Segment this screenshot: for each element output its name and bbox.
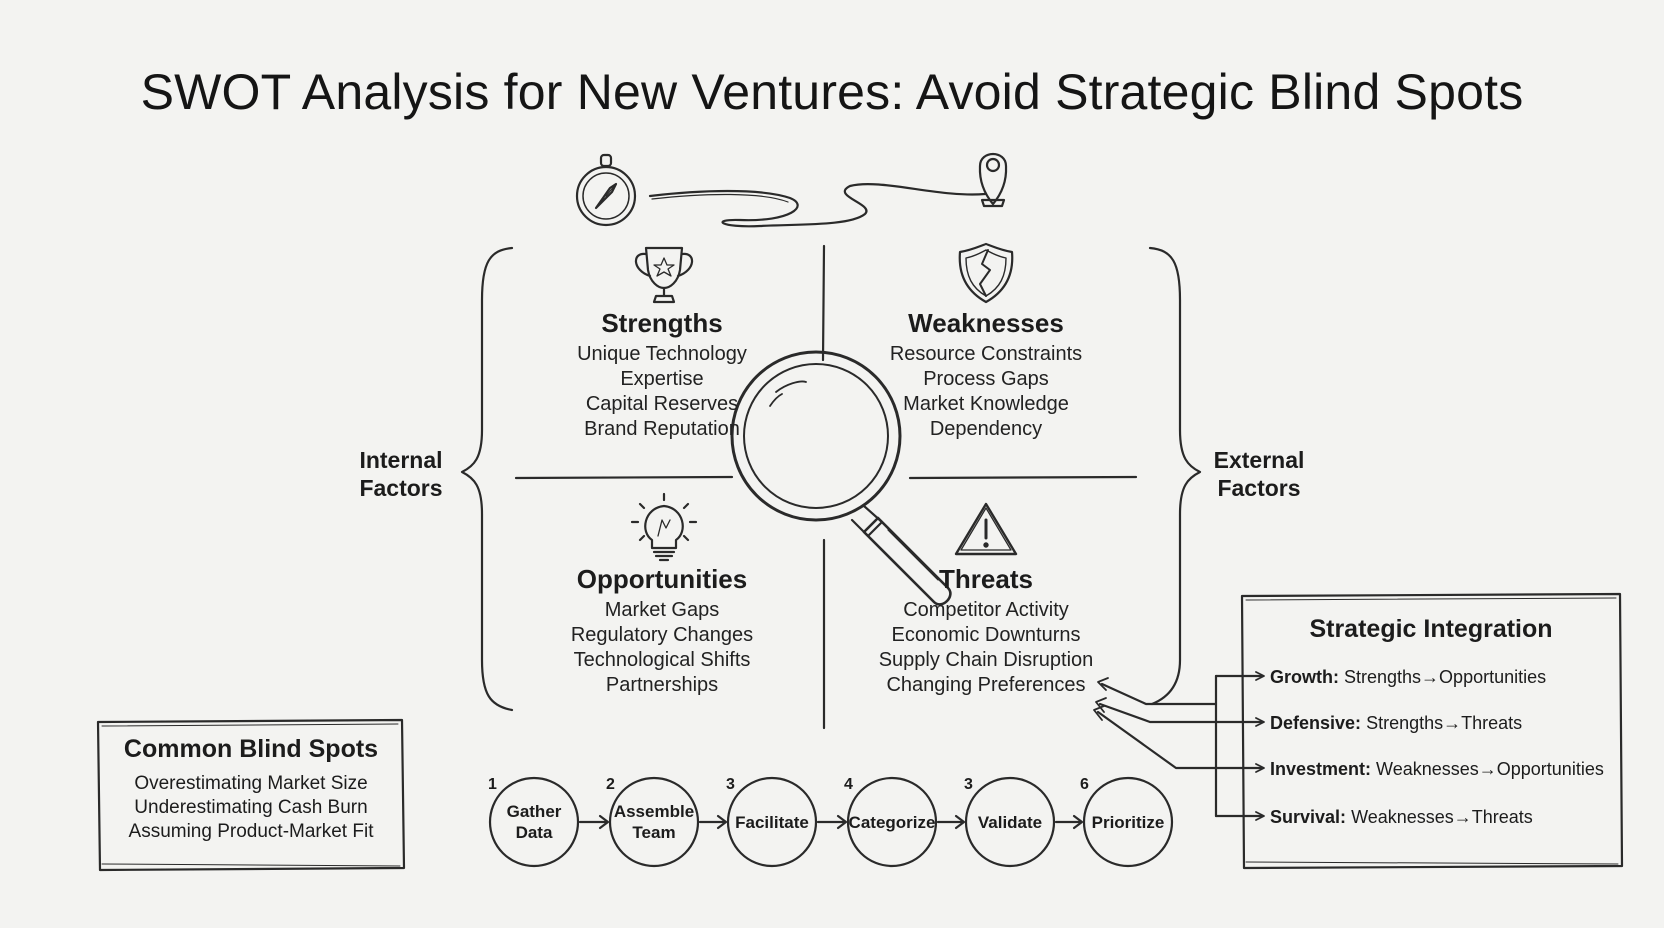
external-label-line: Factors: [1217, 475, 1301, 501]
external-factors-label: External Factors: [1194, 446, 1324, 502]
strategy-row-growth: Growth: Strengths→Opportunities: [1270, 666, 1546, 688]
strategy-text: Strengths→Opportunities: [1344, 667, 1547, 687]
external-label-line: External: [1213, 447, 1305, 473]
internal-label-line: Factors: [359, 475, 443, 501]
internal-factors-label: Internal Factors: [336, 446, 466, 502]
step-number: 3: [726, 776, 735, 793]
right-brace: [1148, 246, 1202, 706]
blind-spots-box-border: [96, 718, 406, 872]
weaknesses-item: Process Gaps: [923, 368, 1049, 390]
strengths-item: Unique Technology: [577, 343, 747, 365]
trophy-icon: [634, 246, 694, 304]
step-number: 2: [606, 776, 615, 793]
threats-quadrant: Threats Competitor Activity Economic Dow…: [826, 564, 1146, 698]
internal-label-line: Internal: [359, 447, 443, 473]
step-label: Facilitate: [735, 812, 809, 832]
weaknesses-item: Resource Constraints: [889, 343, 1083, 365]
step-facilitate: Facilitate: [730, 780, 814, 864]
page-title: SWOT Analysis for New Ventures: Avoid St…: [140, 64, 1524, 120]
blind-spots-box: Common Blind Spots Overestimating Market…: [100, 722, 402, 868]
step-label: Data: [515, 823, 553, 842]
step-number: 1: [488, 776, 497, 793]
strategy-label: Defensive:: [1270, 713, 1362, 733]
threats-item: Changing Preferences: [886, 674, 1086, 696]
strategy-row-defensive: Defensive: Strengths→Threats: [1270, 712, 1522, 734]
magnifying-glass-icon: [730, 350, 952, 606]
opportunities-item: Market Gaps: [604, 599, 720, 621]
weaknesses-item: Dependency: [929, 418, 1043, 440]
opportunities-title: Opportunities: [576, 564, 748, 594]
threats-item: Economic Downturns: [891, 624, 1081, 646]
blind-spot-item: Assuming Product-Market Fit: [128, 821, 374, 842]
weaknesses-item: Market Knowledge: [903, 393, 1069, 415]
step-label: Categorize: [848, 812, 936, 832]
strengths-title: Strengths: [601, 308, 723, 338]
blind-spot-item: Overestimating Market Size: [134, 773, 368, 794]
step-label: Prioritize: [1091, 812, 1165, 832]
step-label: Gather: [506, 802, 562, 821]
strategy-text: Weaknesses→Opportunities: [1376, 759, 1604, 779]
step-number: 6: [1080, 776, 1089, 793]
strategic-integration-box: Strategic Integration Growth: Strengths→…: [1242, 596, 1620, 866]
weaknesses-title: Weaknesses: [908, 308, 1064, 338]
map-pin-icon: [978, 152, 1008, 208]
step-prioritize: Prioritize: [1086, 780, 1170, 864]
blind-spot-item: Underestimating Cash Burn: [134, 797, 368, 818]
opportunities-item: Technological Shifts: [573, 649, 751, 671]
strategy-label: Survival:: [1270, 807, 1347, 827]
integration-connectors: [1093, 671, 1265, 821]
strategy-row-survival: Survival: Weaknesses→Threats: [1270, 806, 1533, 828]
strengths-item: Brand Reputation: [584, 418, 740, 440]
strategy-label: Growth:: [1270, 667, 1339, 687]
left-brace: [460, 246, 514, 712]
weaknesses-quadrant: Weaknesses Resource Constraints Process …: [826, 308, 1146, 442]
strategy-text: Strengths→Threats: [1366, 713, 1523, 733]
journey-path: [648, 182, 987, 228]
step-label: Validate: [977, 812, 1043, 832]
strategy-text: Weaknesses→Threats: [1351, 807, 1533, 827]
lightbulb-icon: [630, 492, 698, 562]
strategy-row-investment: Investment: Weaknesses→Opportunities: [1270, 758, 1604, 780]
strengths-quadrant: Strengths Unique Technology Expertise Ca…: [502, 308, 822, 442]
opportunities-item: Partnerships: [605, 674, 719, 696]
vertical-divider: [821, 244, 826, 730]
step-number: 4: [844, 776, 853, 793]
warning-icon: [954, 502, 1018, 556]
strategy-label: Investment:: [1270, 759, 1372, 779]
strengths-item: Expertise: [620, 368, 704, 390]
compass-icon: [575, 153, 637, 227]
opportunities-quadrant: Opportunities Market Gaps Regulatory Cha…: [502, 564, 822, 698]
step-number: 3: [964, 776, 973, 793]
step-label: Assemble: [613, 802, 695, 821]
opportunities-item: Regulatory Changes: [570, 624, 754, 646]
strategic-integration-title: Strategic Integration: [1309, 615, 1553, 643]
threats-item: Competitor Activity: [903, 599, 1069, 621]
step-label: Team: [632, 823, 676, 842]
horizontal-divider: [514, 475, 1138, 480]
strengths-item: Capital Reserves: [585, 393, 739, 415]
step-validate: Validate: [968, 780, 1052, 864]
process-flow: [488, 776, 1174, 868]
blind-spots-title: Common Blind Spots: [123, 735, 379, 763]
strategic-box-border: [1240, 592, 1624, 870]
step-categorize: Categorize: [848, 780, 936, 864]
threats-title: Threats: [939, 564, 1033, 594]
cracked-shield-icon: [958, 242, 1014, 304]
threats-item: Supply Chain Disruption: [878, 649, 1094, 671]
